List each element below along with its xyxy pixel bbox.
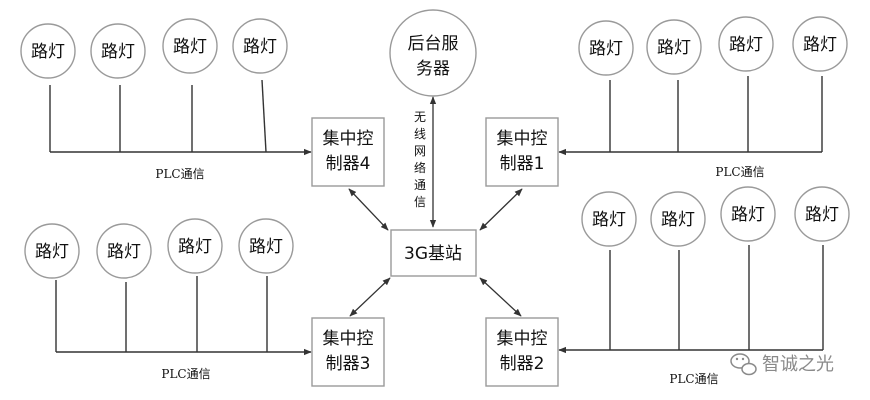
street-lamp-label: 路灯: [657, 38, 691, 58]
controller-4-node: [311, 117, 385, 187]
street-lamp: [650, 191, 706, 247]
street-lamp-label: 路灯: [731, 205, 765, 225]
controller-3-label-line2: 制器3: [326, 354, 371, 374]
plc-label: PLC通信: [715, 165, 764, 179]
street-lamp-label: 路灯: [107, 242, 141, 262]
street-lamp: [720, 186, 776, 242]
street-lamp: [96, 223, 152, 279]
cluster-bottom-right: 路灯 路灯 路灯 路灯 PLC通信: [558, 186, 850, 386]
plc-label: PLC通信: [669, 372, 718, 386]
street-lamp: [718, 16, 774, 72]
street-lamp: [90, 23, 146, 79]
link-arrow-controller4: [348, 188, 389, 231]
street-lamp-label: 路灯: [729, 35, 763, 55]
link-arrow-controller2: [479, 277, 522, 317]
controller-2-label-line2: 制器2: [500, 354, 545, 374]
street-lamp-label: 路灯: [101, 42, 135, 62]
street-lamp: [167, 218, 223, 274]
controller-1-node: [485, 117, 559, 187]
link-arrow-controller1: [479, 188, 523, 231]
link-arrow-controller3: [349, 277, 391, 317]
base-station-label: 3G基站: [404, 244, 462, 264]
street-lamp: [20, 23, 76, 79]
street-lamp-label: 路灯: [178, 237, 212, 257]
plc-label: PLC通信: [161, 367, 210, 381]
watermark-text: 智诚之光: [762, 354, 834, 375]
street-lamp: [162, 18, 218, 74]
controller-2-node: [485, 317, 559, 387]
cluster-top-left: 路灯 路灯 路灯 路灯 PLC通信: [20, 18, 312, 181]
controller-3-node: [311, 317, 385, 387]
cluster-bottom-left: 路灯 路灯 路灯 路灯 PLC通信: [24, 218, 312, 381]
plc-label: PLC通信: [155, 167, 204, 181]
street-lamp-label: 路灯: [173, 37, 207, 57]
street-lamp: [232, 18, 288, 74]
street-lamp: [646, 19, 702, 75]
street-lamp-label: 路灯: [589, 39, 623, 59]
street-lamp-label: 路灯: [661, 210, 695, 230]
street-lamp-label: 路灯: [803, 35, 837, 55]
street-lamp-label: 路灯: [249, 237, 283, 257]
controller-4-label-line2: 制器4: [326, 154, 371, 174]
watermark: 智诚之光: [730, 353, 834, 376]
wechat-icon: [730, 353, 757, 376]
street-lamp: [24, 223, 80, 279]
wireless-network-label: 无 线 网 络 通 信: [414, 110, 426, 209]
backend-server-label-line2: 务器: [416, 59, 450, 79]
street-lamp: [581, 191, 637, 247]
backend-server-label-line1: 后台服: [408, 34, 459, 54]
street-lamp: [794, 186, 850, 242]
controller-4-label-line1: 集中控: [323, 129, 374, 149]
lamp-drop-line: [261, 79, 267, 153]
wireless-label-char: 无: [414, 110, 426, 124]
wireless-label-char: 通: [414, 178, 426, 192]
street-lamp-label: 路灯: [31, 42, 65, 62]
street-lamp-label: 路灯: [592, 210, 626, 230]
controller-2-label-line1: 集中控: [497, 329, 548, 349]
street-lamp: [578, 20, 634, 76]
street-lamp-label: 路灯: [243, 37, 277, 57]
cluster-top-right: 路灯 路灯 路灯 路灯 PLC通信: [558, 16, 848, 179]
street-lamp-label: 路灯: [35, 242, 69, 262]
street-lamp-label: 路灯: [805, 205, 839, 225]
base-station-node: [390, 229, 477, 277]
street-lamp: [792, 16, 848, 72]
wireless-label-char: 网: [414, 144, 426, 158]
wireless-label-char: 信: [414, 195, 426, 209]
backend-server-node: [389, 9, 477, 97]
wireless-label-char: 络: [414, 160, 426, 175]
street-lamp: [238, 218, 294, 274]
controller-1-label-line1: 集中控: [497, 129, 548, 149]
wireless-label-char: 线: [414, 127, 426, 141]
controller-3-label-line1: 集中控: [323, 329, 374, 349]
controller-1-label-line2: 制器1: [500, 154, 545, 174]
